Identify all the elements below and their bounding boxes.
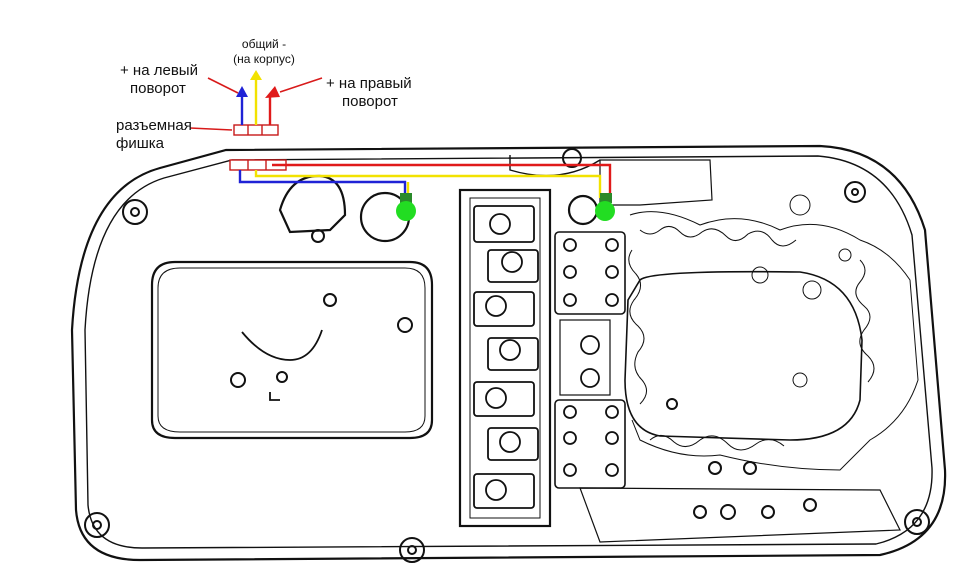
left-turn-label-line2: поворот <box>130 80 186 97</box>
connector-label-line2: фишка <box>116 135 164 152</box>
common-ground-label: общий - (на корпус) <box>224 37 304 67</box>
lamp-socket-column <box>458 188 552 528</box>
lamp-terminals <box>400 193 612 203</box>
right-turn-label-line1: + на правый <box>326 75 412 92</box>
common-label-line2: (на корпус) <box>233 52 295 66</box>
left-turn-label-line1: + на левый <box>120 62 198 79</box>
mounting-holes <box>84 148 930 563</box>
right-turn-label-line2: поворот <box>342 93 398 110</box>
wire-connector-plug <box>233 124 279 136</box>
block-screws <box>563 238 619 477</box>
left-turn-label: + на левый поворот <box>120 62 198 98</box>
board-wires <box>238 163 612 198</box>
pointer-lines <box>189 77 323 131</box>
plug-arrows <box>236 70 280 98</box>
left-gauge-detail <box>241 329 323 401</box>
turn-indicator-lamps <box>396 201 615 221</box>
plug-wires <box>240 80 272 125</box>
common-label-line1: общий - <box>241 37 287 51</box>
left-turn-lamp <box>396 201 416 221</box>
right-turn-lamp <box>595 201 615 221</box>
cluster-housing <box>70 144 947 562</box>
right-turn-label: + на правый поворот <box>326 75 412 111</box>
texture-region <box>628 194 919 471</box>
connector-label-line1: разъемная <box>116 117 192 134</box>
connector-label: разъемная фишка <box>116 117 192 153</box>
